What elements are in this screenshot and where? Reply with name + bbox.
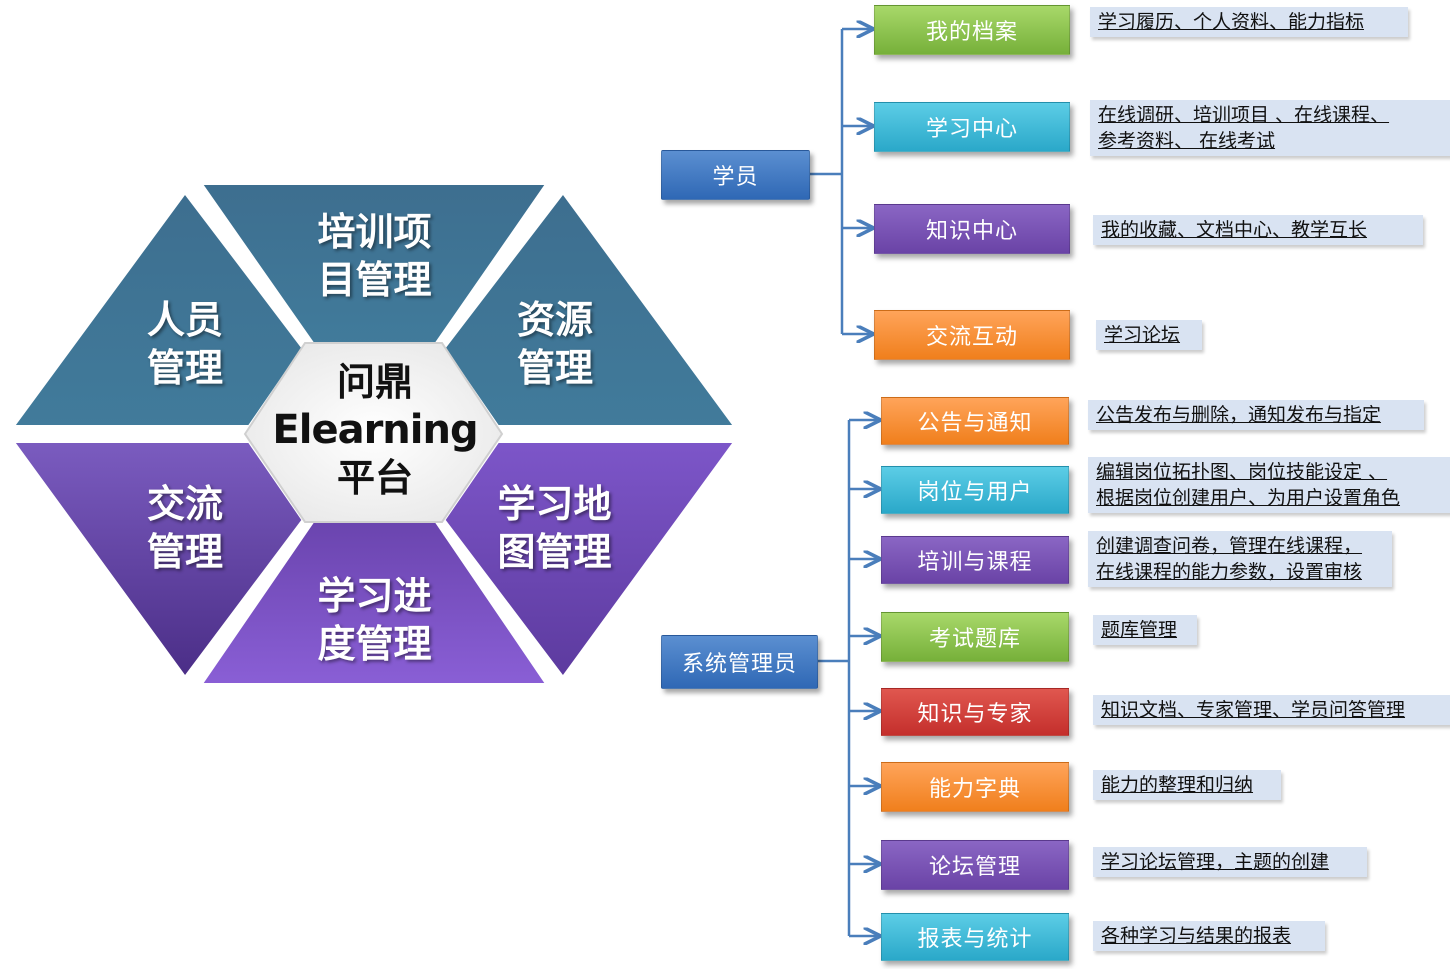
- hex-center: [243, 342, 504, 523]
- admin-item-3-description: 创建调查问卷，管理在线课程， 在线课程的能力参数，设置审核: [1088, 531, 1392, 587]
- hex-label-top-line1: 培训项: [317, 210, 432, 254]
- elearning-hexagon: [4, 179, 744, 689]
- description-line: 学习论坛管理，主题的创建: [1101, 851, 1330, 873]
- student-item-2-description: 在线调研、培训项目 、在线课程、参考资料、 在线考试: [1090, 100, 1450, 156]
- admin-item-6-description: 能力的整理和归纳: [1093, 770, 1281, 800]
- platform-name-line1: 问鼎: [336, 360, 413, 404]
- admin-item-4-description: 题库管理: [1093, 615, 1197, 645]
- description-line: 学习论坛: [1104, 324, 1181, 346]
- description-line: 各种学习与结果的报表: [1101, 925, 1292, 947]
- admin-item-2-description: 编辑岗位拓扑图、岗位技能设定 、根据岗位创建用户、为用户设置角色: [1088, 457, 1450, 513]
- student-item-1: 我的档案: [874, 5, 1070, 55]
- role-student-box: 学员: [661, 150, 810, 200]
- admin-item-7-description: 学习论坛管理，主题的创建: [1093, 847, 1367, 877]
- platform-name: 问鼎 Elearning 平台: [270, 358, 480, 502]
- description-line: 能力的整理和归纳: [1101, 774, 1254, 796]
- hex-label-bottom-line1: 学习进: [317, 574, 432, 618]
- student-item-4: 交流互动: [874, 310, 1070, 360]
- student-item-4-description: 学习论坛: [1096, 320, 1202, 350]
- admin-item-6: 能力字典: [881, 762, 1069, 812]
- admin-item-7: 论坛管理: [881, 840, 1069, 890]
- hex-label-bottom-left-line2: 管理: [146, 530, 223, 574]
- admin-item-5-description: 知识文档、专家管理、学员问答管理: [1093, 695, 1450, 725]
- description-line: 我的收藏、文档中心、教学互长: [1101, 219, 1368, 241]
- hex-label-bottom: 学习进 度管理: [292, 572, 457, 668]
- platform-name-line3: 平台: [336, 456, 413, 500]
- hex-label-top-left-line1: 人员: [146, 298, 223, 342]
- platform-name-line2: Elearning: [272, 407, 478, 453]
- hex-label-top-left: 人员 管理: [115, 296, 255, 392]
- hex-label-top-right: 资源 管理: [485, 296, 625, 392]
- hex-label-bottom-right-line2: 图管理: [497, 530, 612, 574]
- description-line: 参考资料、 在线考试: [1098, 130, 1276, 152]
- student-item-2: 学习中心: [874, 102, 1070, 152]
- description-line: 题库管理: [1101, 619, 1178, 641]
- admin-item-8: 报表与统计: [881, 913, 1069, 961]
- hex-label-bottom-right: 学习地 图管理: [472, 480, 637, 576]
- description-line: 在线课程的能力参数，设置审核: [1096, 561, 1363, 583]
- admin-item-5: 知识与专家: [881, 688, 1069, 736]
- description-line: 编辑岗位拓扑图、岗位技能设定 、: [1096, 461, 1388, 483]
- description-line: 公告发布与删除，通知发布与指定: [1096, 404, 1382, 426]
- hex-label-top-line2: 目管理: [317, 258, 432, 302]
- description-line: 根据岗位创建用户、为用户设置角色: [1096, 487, 1401, 509]
- admin-item-1: 公告与通知: [881, 397, 1069, 445]
- admin-item-1-description: 公告发布与删除，通知发布与指定: [1088, 400, 1424, 430]
- hex-label-bottom-line2: 度管理: [317, 622, 432, 666]
- admin-item-4: 考试题库: [881, 612, 1069, 662]
- hex-label-bottom-right-line1: 学习地: [497, 482, 612, 526]
- student-item-3-description: 我的收藏、文档中心、教学互长: [1093, 215, 1423, 245]
- hex-label-top-left-line2: 管理: [146, 346, 223, 390]
- description-line: 学习履历、个人资料、能力指标: [1098, 11, 1365, 33]
- admin-item-3: 培训与课程: [881, 536, 1069, 584]
- hex-label-bottom-left: 交流 管理: [115, 480, 255, 576]
- role-admin-box: 系统管理员: [661, 635, 818, 689]
- description-line: 知识文档、专家管理、学员问答管理: [1101, 699, 1406, 721]
- admin-item-8-description: 各种学习与结果的报表: [1093, 921, 1325, 951]
- description-line: 在线调研、培训项目 、在线课程、: [1098, 104, 1390, 126]
- connector-lines: [808, 29, 879, 936]
- hex-label-top-right-line1: 资源: [516, 298, 593, 342]
- admin-item-2: 岗位与用户: [881, 466, 1069, 514]
- hex-label-top: 培训项 目管理: [292, 208, 457, 304]
- hex-label-bottom-left-line1: 交流: [146, 482, 223, 526]
- hex-label-top-right-line2: 管理: [516, 346, 593, 390]
- description-line: 创建调查问卷，管理在线课程，: [1096, 535, 1363, 557]
- student-item-1-description: 学习履历、个人资料、能力指标: [1090, 7, 1408, 37]
- student-item-3: 知识中心: [874, 204, 1070, 254]
